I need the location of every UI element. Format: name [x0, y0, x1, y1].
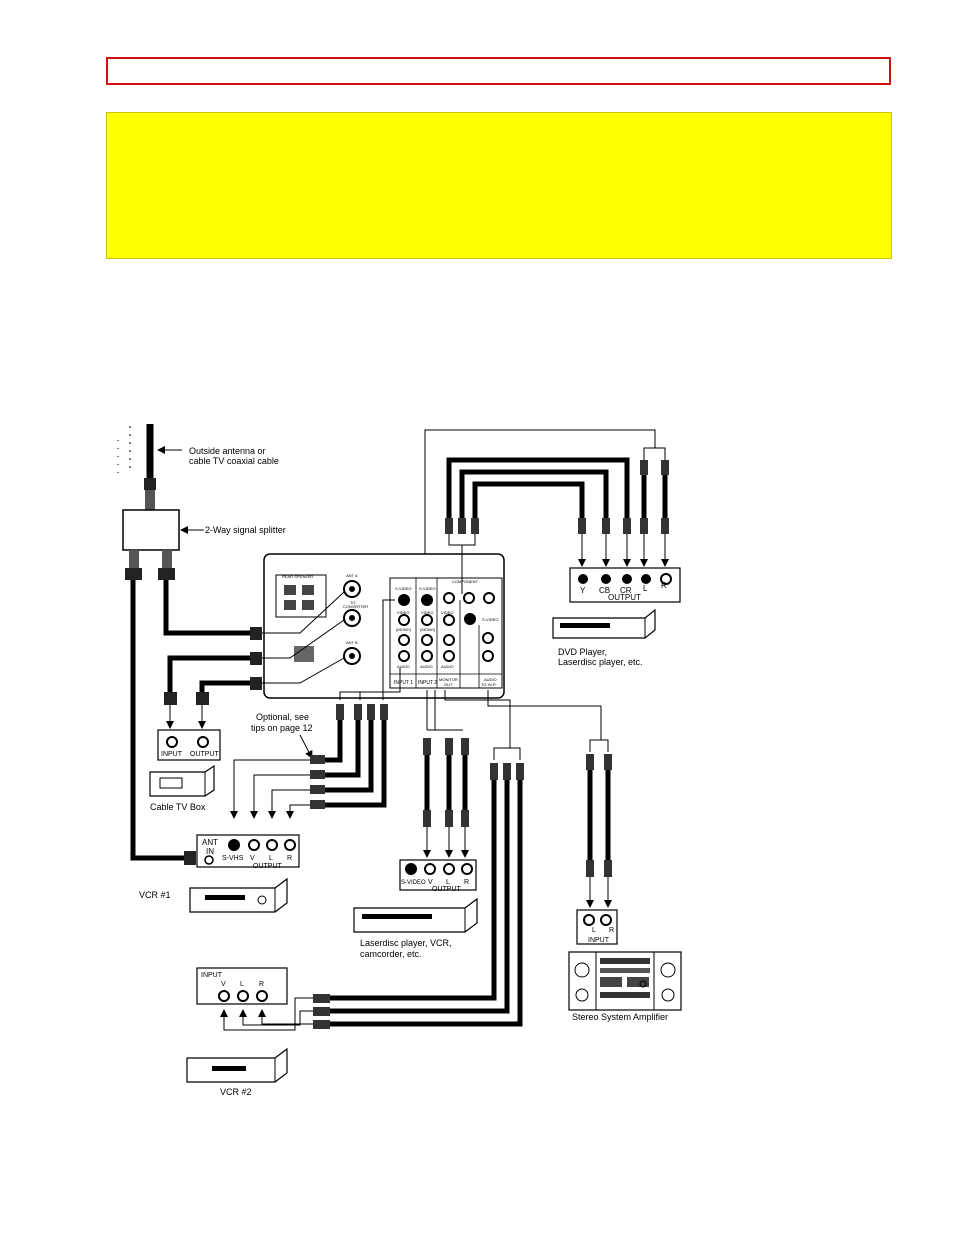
vcr1-plugs	[310, 704, 388, 809]
splitter-label: 2-Way signal splitter	[205, 525, 286, 535]
monitor-out-label-2: OUT	[444, 682, 453, 687]
cable-box-panel: INPUT OUTPUT	[157, 729, 221, 761]
stereo-amplifier-device	[568, 951, 682, 1011]
dvd-plugs	[445, 460, 669, 534]
dvd-player-device	[552, 608, 656, 639]
to-converter-label-2: CONVERTER	[343, 604, 368, 609]
dvd-component-cables	[446, 457, 630, 518]
monitor-out-label-1: MONITOR	[439, 677, 458, 682]
optional-label-1: Optional, see	[256, 712, 309, 722]
dvd-jack-cr: CR	[620, 586, 632, 595]
component-label: COMPONENT	[452, 579, 479, 584]
note-box	[106, 112, 892, 259]
laser-plugs	[423, 738, 469, 827]
dvd-audio-cables	[424, 429, 668, 554]
s-video-label-2: S-VIDEO	[419, 586, 435, 591]
stereo-plugs	[586, 754, 612, 877]
video-label-1: VIDEO	[397, 610, 409, 615]
vcr2-input-panel: INPUT V L R	[196, 967, 288, 1005]
stereo-jack-l: L	[592, 927, 596, 934]
audio-hifi-label-1: AUDIO	[484, 677, 497, 682]
input2-label: INPUT 2	[418, 680, 437, 686]
ant-a-label: ANT A	[346, 573, 358, 578]
stereo-input-label: INPUT	[588, 937, 610, 944]
vcr1-cables	[325, 599, 401, 808]
header-bar	[106, 57, 891, 85]
laser-jack-l: L	[446, 879, 450, 886]
audio-hifi-label-2: TO HI-FI	[481, 682, 496, 687]
laser-jack-r: R	[464, 879, 469, 886]
antenna-cable	[117, 424, 156, 510]
vcr2-label: VCR #2	[220, 1087, 252, 1097]
vcr2-jack-l: L	[240, 981, 244, 988]
ant-b-label: ANT B	[346, 640, 358, 645]
vcr1-jack-l: L	[269, 855, 273, 862]
dvd-jack-r: R	[661, 581, 667, 590]
stereo-input-panel: L R INPUT	[576, 909, 618, 945]
dvd-jack-l: L	[643, 584, 648, 593]
vcr1-ant-label-1: ANT	[202, 838, 218, 847]
mono-label-1: (MONO)	[396, 627, 412, 632]
laser-jack-svideo: S-VIDEO	[401, 880, 426, 886]
audio-label-1: AUDIO	[397, 664, 410, 669]
vcr2-plugs	[313, 763, 524, 1029]
s-video-label-1: S-VIDEO	[395, 586, 411, 591]
vcr2-device	[186, 1047, 288, 1083]
cable-box-device	[149, 764, 215, 797]
cable-box-output-label: OUTPUT	[190, 751, 220, 758]
dvd-player-label-2: Laserdisc player, etc.	[558, 657, 643, 667]
optional-label-2: tips on page 12	[251, 723, 313, 733]
laser-jack-v: V	[428, 879, 433, 886]
mono-label-2: (MONO)	[420, 627, 436, 632]
vcr2-jack-v: V	[221, 981, 226, 988]
laser-output-label: OUTPUT	[432, 886, 462, 893]
cable-box-label: Cable TV Box	[150, 802, 206, 812]
dvd-output-label: OUTPUT	[608, 593, 641, 602]
audio-label-3: AUDIO	[441, 664, 454, 669]
vcr1-jack-svhs: S-VHS	[222, 855, 244, 862]
vcr1-device	[189, 877, 288, 913]
to-converter-label-1: TO	[350, 600, 355, 605]
stereo-jack-r: R	[609, 927, 614, 934]
vcr2-jack-r: R	[259, 981, 264, 988]
input1-label: INPUT 1	[394, 680, 413, 686]
dvd-output-panel: Y CB CR L R OUTPUT	[569, 567, 681, 603]
audio-label-2: AUDIO	[420, 664, 433, 669]
vcr1-ant-label-2: IN	[206, 847, 214, 856]
cable-box-input-label: INPUT	[161, 751, 183, 758]
laser-player-label-2: camcorder, etc.	[360, 949, 422, 959]
vcr1-output-panel: ANT IN S-VHS V L R OUTPUT	[196, 834, 300, 870]
antenna-label-1: Outside antenna or	[189, 446, 266, 456]
laser-cables	[424, 690, 468, 810]
vcr1-jack-v: V	[250, 855, 255, 862]
antenna-label-2: cable TV coaxial cable	[189, 456, 279, 466]
vcr1-arrow-lines	[230, 759, 310, 819]
vcr1-output-label: OUTPUT	[253, 863, 283, 870]
vcr1-label: VCR #1	[139, 890, 171, 900]
vcr2-input-label: INPUT	[201, 972, 223, 979]
rear-speaker-label: REAR SPEAKER	[282, 574, 313, 579]
tv-rear-panel: REAR SPEAKER ANT A TO CONVERTER ANT B S-…	[262, 553, 505, 699]
video-label-3: VIDEO	[441, 610, 453, 615]
vcr1-jack-r: R	[287, 855, 292, 862]
laser-player-device	[353, 897, 478, 933]
stereo-cables	[487, 690, 611, 860]
dvd-jack-y: Y	[580, 586, 586, 595]
signal-splitter	[122, 509, 180, 551]
vcr2-arrow-lines	[220, 997, 313, 1031]
video-label-2: VIDEO	[421, 610, 433, 615]
s-video-label-3: S-VIDEO	[482, 617, 498, 622]
stereo-amp-label: Stereo System Amplifier	[572, 1012, 668, 1022]
vcr2-cables	[330, 690, 523, 1027]
laser-player-label-1: Laserdisc player, VCR,	[360, 938, 452, 948]
dvd-jack-cb: CB	[599, 586, 610, 595]
dvd-player-label-1: DVD Player,	[558, 647, 607, 657]
laser-output-panel: S-VIDEO V L R OUTPUT	[399, 859, 477, 893]
